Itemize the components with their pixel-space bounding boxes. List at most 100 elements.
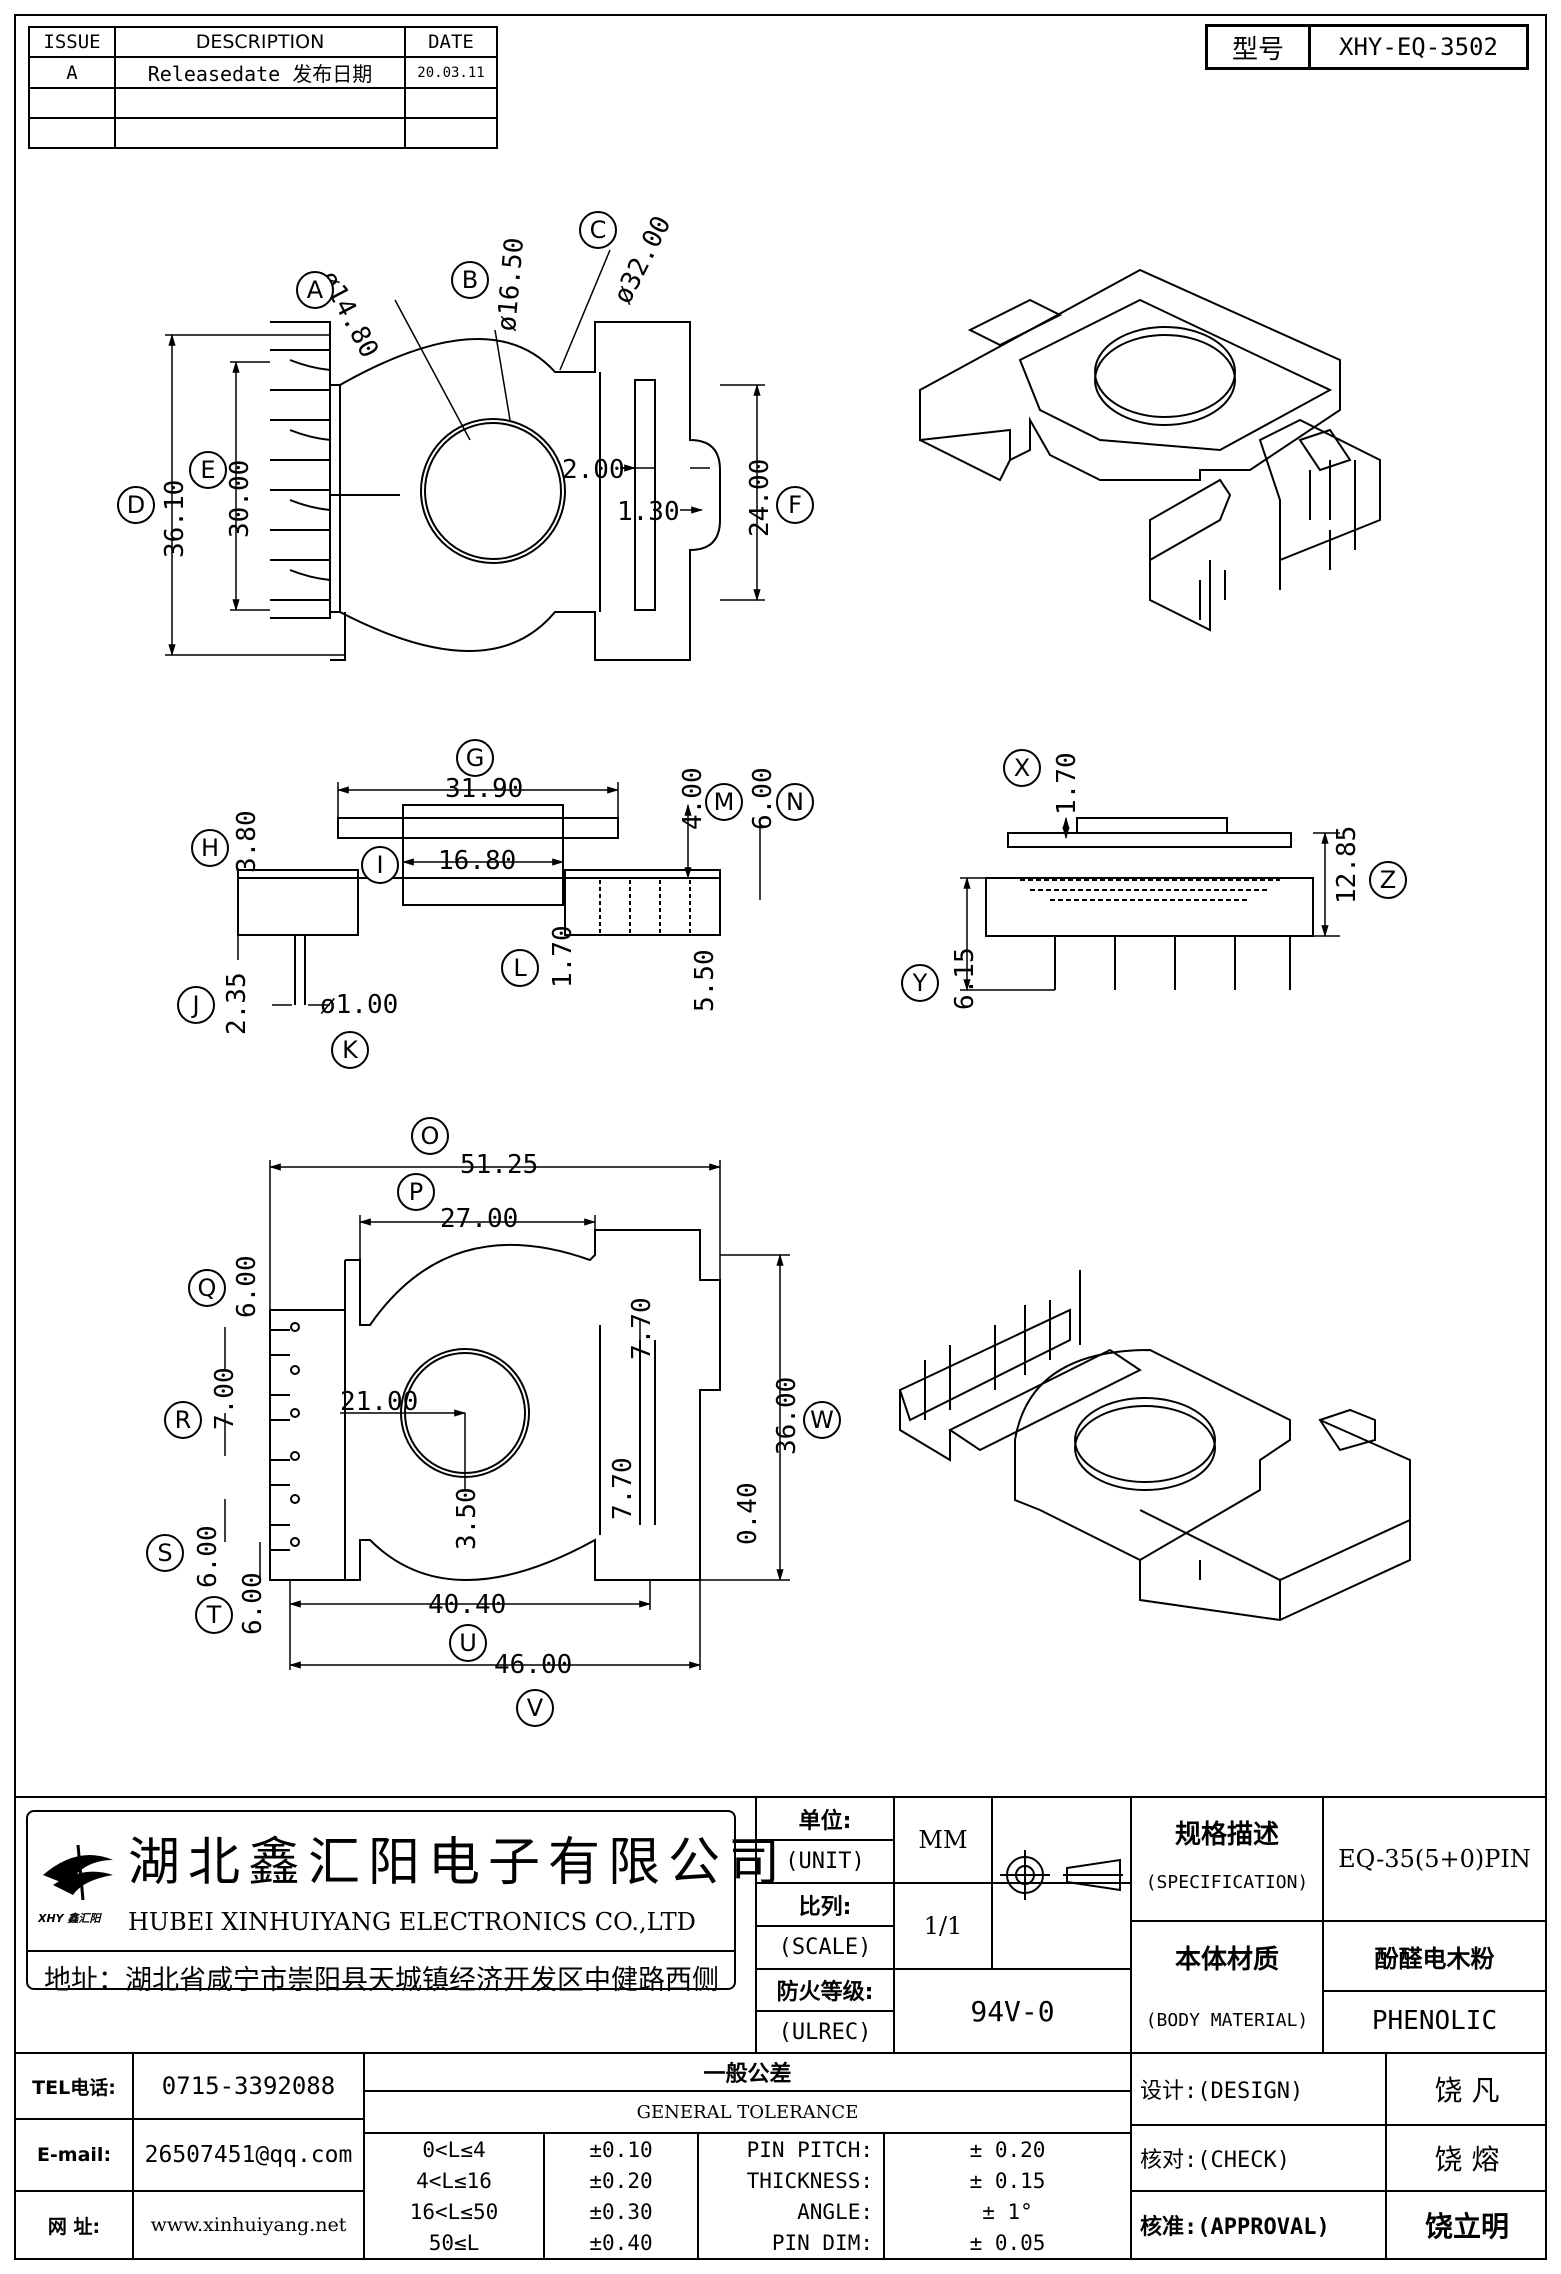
callout-p: P <box>397 1173 435 1211</box>
company-name-cn: 湖北鑫汇阳电子有限公司 <box>128 1833 789 1893</box>
callout-k: K <box>331 1031 369 1069</box>
tolerance-item: THICKNESS: <box>746 2168 873 2193</box>
tel-value: 0715-3392088 <box>161 2072 336 2100</box>
dim-T: 6.00 <box>238 1572 268 1635</box>
dim-I: 16.80 <box>438 846 517 876</box>
dim-7-70a: 7.70 <box>627 1297 657 1360</box>
callout-s: S <box>146 1534 184 1572</box>
web-label: 网 址: <box>47 2215 101 2238</box>
tolerance-value: ± 0.05 <box>969 2230 1046 2255</box>
material-label-en: (BODY MATERIAL) <box>1145 2009 1309 2031</box>
dim-5-50: 5.50 <box>690 949 720 1012</box>
revision-table: ISSUE DESCRIPTION DATE A Releasedate 发布日… <box>28 26 498 149</box>
dim-O: 51.25 <box>460 1150 539 1180</box>
callout-f: F <box>776 486 814 524</box>
web-value: www.xinhuiyang.net <box>150 2214 347 2236</box>
tolerance-item: PIN PITCH: <box>746 2137 873 2162</box>
technical-drawings <box>165 249 1411 1670</box>
dim-7-70b: 7.70 <box>608 1457 638 1520</box>
callout-b: B <box>451 261 489 299</box>
top-view-dimensions <box>165 249 765 657</box>
company-name-en: HUBEI XINHUIYANG ELECTRONICS CO.,LTD <box>128 1908 696 1936</box>
tolerance-title-cn: 一般公差 <box>703 2062 792 2087</box>
rev-row-issue <box>28 87 116 119</box>
dim-3-50: 3.50 <box>452 1487 482 1550</box>
tolerance-range: 4<L≤16 <box>416 2168 492 2193</box>
dim-W: 36.00 <box>772 1376 802 1455</box>
model-box: 型号 XHY-EQ-3502 <box>1205 24 1529 70</box>
dim-L: 1.70 <box>548 925 578 988</box>
callout-j: J <box>177 986 215 1024</box>
model-label: 型号 <box>1208 27 1311 67</box>
email-label: E-mail: <box>36 2144 112 2166</box>
callout-q: Q <box>188 1269 226 1307</box>
dim-1-30: 1.30 <box>617 497 680 527</box>
dim-R: 7.00 <box>210 1367 240 1430</box>
tolerance-range: 16<L≤50 <box>409 2199 499 2224</box>
dim-D: 36.10 <box>160 479 190 558</box>
callout-n: N <box>776 783 814 821</box>
dim-E: 30.00 <box>225 459 255 538</box>
email-value: 26507451@qq.com <box>144 2142 353 2168</box>
tolerance-item: ANGLE: <box>797 2199 873 2224</box>
top-view <box>270 321 721 661</box>
dim-S: 6.00 <box>193 1525 223 1588</box>
company-panel <box>26 1810 736 1990</box>
dim-G: 31.90 <box>445 774 524 804</box>
unit-value: MM <box>918 1826 968 1854</box>
tolerance-tol: ±0.10 <box>589 2137 653 2162</box>
callout-v: V <box>516 1689 554 1727</box>
tolerance-item: PIN DIM: <box>771 2230 873 2255</box>
design-label: 设计:(DESIGN) <box>1140 2079 1304 2104</box>
tolerance-range: 0<L≤4 <box>422 2137 486 2162</box>
front-view <box>985 817 1314 990</box>
iso-view-bottom <box>898 1270 1411 1622</box>
rev-row-date <box>404 117 498 149</box>
tolerance-tol: ±0.30 <box>589 2199 653 2224</box>
dim-2-00: 2.00 <box>562 455 625 485</box>
callout-l: L <box>501 949 539 987</box>
tolerance-value: ± 0.15 <box>969 2168 1046 2193</box>
check-label: 核对:(CHECK) <box>1140 2148 1290 2173</box>
design-value: 饶 凡 <box>1434 2074 1500 2107</box>
company-address: 地址：湖北省咸宁市崇阳县天城镇经济开发区中健路西侧 <box>44 1965 719 1996</box>
unit-label-en: (UNIT) <box>785 1849 865 1874</box>
title-block <box>14 1796 1547 2260</box>
side-view-dimensions <box>237 782 761 1006</box>
company-logo <box>38 1840 118 1910</box>
spec-label-en: (SPECIFICATION) <box>1145 1872 1309 1893</box>
bottom-view-dimensions <box>224 1160 790 1670</box>
dim-V: 46.00 <box>494 1650 573 1680</box>
tel-label: TEL电话: <box>32 2076 116 2099</box>
tolerance-tol: ±0.20 <box>589 2168 653 2193</box>
rev-header-date: DATE <box>404 26 498 58</box>
rev-row-description: Releasedate 发布日期 <box>114 56 406 89</box>
ulrec-label-en: (ULREC) <box>778 2019 872 2045</box>
ulrec-label-cn: 防火等级: <box>776 1980 874 2005</box>
rev-row-description <box>114 117 406 149</box>
dim-N: 6.00 <box>748 767 778 830</box>
dim-21-00: 21.00 <box>340 1387 419 1417</box>
spec-label-cn: 规格描述 <box>1174 1820 1279 1850</box>
callout-r: R <box>164 1401 202 1439</box>
callout-u: U <box>449 1624 487 1662</box>
callout-i: I <box>361 846 399 884</box>
ulrec-value: 94V-0 <box>970 1994 1055 2028</box>
iso-view-top <box>919 268 1381 632</box>
dim-M: 4.00 <box>678 767 708 830</box>
logo-icon <box>43 1844 113 1901</box>
dim-J: 2.35 <box>222 972 252 1035</box>
dim-0-40: 0.40 <box>733 1482 763 1545</box>
callout-z: Z <box>1369 861 1407 899</box>
dim-Q: 6.00 <box>232 1255 262 1318</box>
scale-label-cn: 比列: <box>798 1894 852 1920</box>
material-label-cn: 本体材质 <box>1174 1944 1279 1975</box>
dim-Z: 12.85 <box>1332 825 1362 904</box>
callout-y: Y <box>901 964 939 1002</box>
unit-label-cn: 单位: <box>798 1808 852 1834</box>
bottom-view <box>269 1229 721 1581</box>
front-view-dimensions <box>960 816 1340 992</box>
callout-g: G <box>456 739 494 777</box>
material-value-en: PHENOLIC <box>1371 2006 1498 2036</box>
rev-row-issue <box>28 117 116 149</box>
